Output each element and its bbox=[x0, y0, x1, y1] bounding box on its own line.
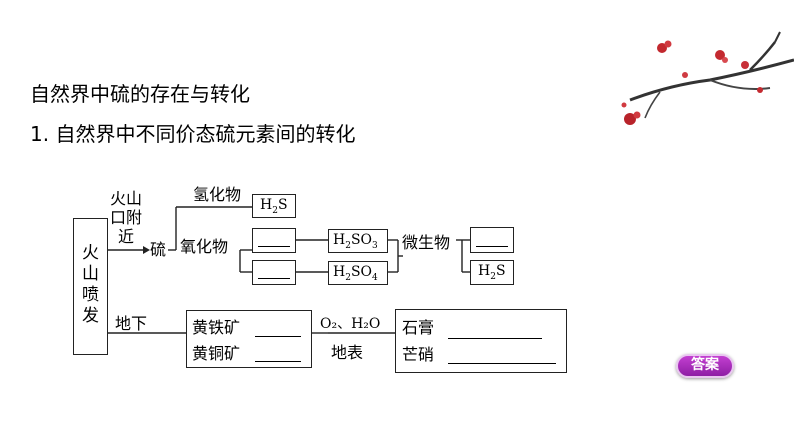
microbe-blank-box bbox=[470, 227, 514, 253]
sulfurous-acid-box bbox=[328, 229, 388, 253]
glauber-salt-blank bbox=[448, 363, 556, 364]
glauber-salt-label: 芒硝 bbox=[402, 345, 435, 364]
section-subtitle: 1. 自然界中不同价态硫元素间的转化 bbox=[30, 122, 356, 146]
answer-button[interactable]: 答案 bbox=[676, 354, 734, 378]
volcano-eruption-box bbox=[73, 218, 108, 355]
surface-label: 地表 bbox=[331, 343, 364, 362]
hydride-label: 氢化物 bbox=[193, 185, 242, 204]
pyrite-blank bbox=[255, 336, 301, 337]
microbe-label: 微生物 bbox=[402, 233, 451, 252]
sulfurous-acid-formula: H2SO3 bbox=[333, 232, 378, 251]
microbe-blank bbox=[476, 246, 508, 247]
page-title: 自然界中硫的存在与转化 bbox=[30, 82, 250, 106]
oxide-label: 氧化物 bbox=[180, 237, 229, 256]
pyrite-label: 黄铁矿 bbox=[192, 318, 241, 337]
sulfuric-acid-box bbox=[328, 261, 388, 285]
oxide-blank-2 bbox=[258, 278, 290, 279]
oxide-blank-box-1 bbox=[252, 228, 296, 253]
underground-label: 地下 bbox=[115, 314, 148, 333]
minerals-box bbox=[186, 310, 312, 368]
microbe-product-formula: H2S bbox=[478, 263, 506, 282]
hydride-formula-box bbox=[252, 194, 296, 218]
reagents-label: O₂、H₂O bbox=[320, 316, 381, 332]
hydride-formula: H2S bbox=[260, 197, 288, 216]
microbe-product-box bbox=[470, 260, 514, 285]
gypsum-blank bbox=[448, 338, 542, 339]
chalcopyrite-blank bbox=[255, 361, 301, 362]
volcano-eruption-label: 火山喷发 bbox=[82, 243, 99, 326]
gypsum-label: 石膏 bbox=[402, 318, 435, 337]
chalcopyrite-label: 黄铜矿 bbox=[192, 344, 241, 363]
oxide-blank-box-2 bbox=[252, 260, 296, 285]
oxide-blank-1 bbox=[258, 246, 290, 247]
plum-blossom-decoration bbox=[621, 31, 794, 125]
near-volcano-label: 火山口附近 bbox=[109, 189, 142, 246]
sulfuric-acid-formula: H2SO4 bbox=[333, 264, 378, 283]
sulfur-label: 硫 bbox=[150, 240, 167, 259]
products-box bbox=[395, 309, 567, 373]
